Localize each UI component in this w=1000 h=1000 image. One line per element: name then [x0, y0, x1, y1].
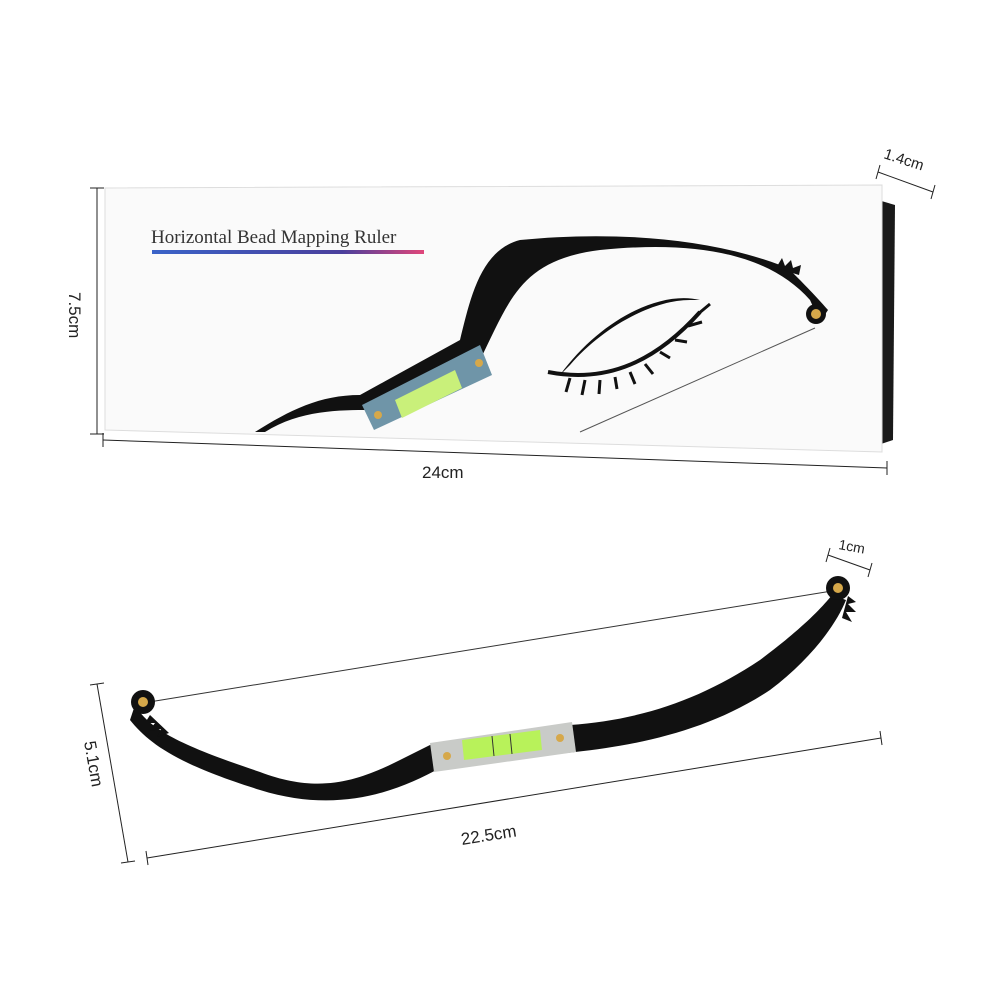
ruler-feathers — [145, 715, 169, 737]
rivet-icon — [556, 734, 564, 742]
eyelash-icon — [547, 310, 702, 377]
level-mark — [509, 733, 513, 755]
box-width-label: 24cm — [422, 463, 464, 482]
rivet-icon — [833, 583, 843, 593]
ruler-feathers — [776, 258, 801, 275]
box-title: Horizontal Bead Mapping Ruler — [151, 227, 397, 248]
ruler-feathers — [842, 596, 856, 622]
level-vial-icon — [395, 370, 462, 418]
ruler-string — [142, 589, 839, 704]
ruler — [130, 576, 856, 801]
rivet-icon — [374, 411, 382, 419]
box-height-label: 7.5cm — [65, 292, 84, 338]
rivet-icon — [811, 309, 821, 319]
rivet-icon — [138, 697, 148, 707]
level-vial-icon — [462, 730, 542, 760]
lashes-icon — [564, 302, 711, 396]
box-ruler-graphic — [255, 236, 828, 432]
ruler-thickness-label: 1cm — [837, 536, 866, 556]
rivet-icon — [475, 359, 483, 367]
level-mark — [491, 735, 495, 757]
ruler-body — [130, 595, 846, 801]
packaging-box: Horizontal Bead Mapping Ruler — [104, 184, 895, 453]
rivet-icon — [443, 752, 451, 760]
ruler-dimension-lines — [89, 547, 883, 866]
ruler-height-label: 5.1cm — [80, 739, 107, 788]
box-string — [579, 327, 816, 433]
title-underline — [152, 250, 424, 254]
ruler-width-label: 22.5cm — [460, 821, 518, 848]
box-depth-label: 1.4cm — [882, 146, 926, 175]
box-dimension-lines — [90, 164, 936, 475]
eye-lid-icon — [560, 298, 700, 375]
